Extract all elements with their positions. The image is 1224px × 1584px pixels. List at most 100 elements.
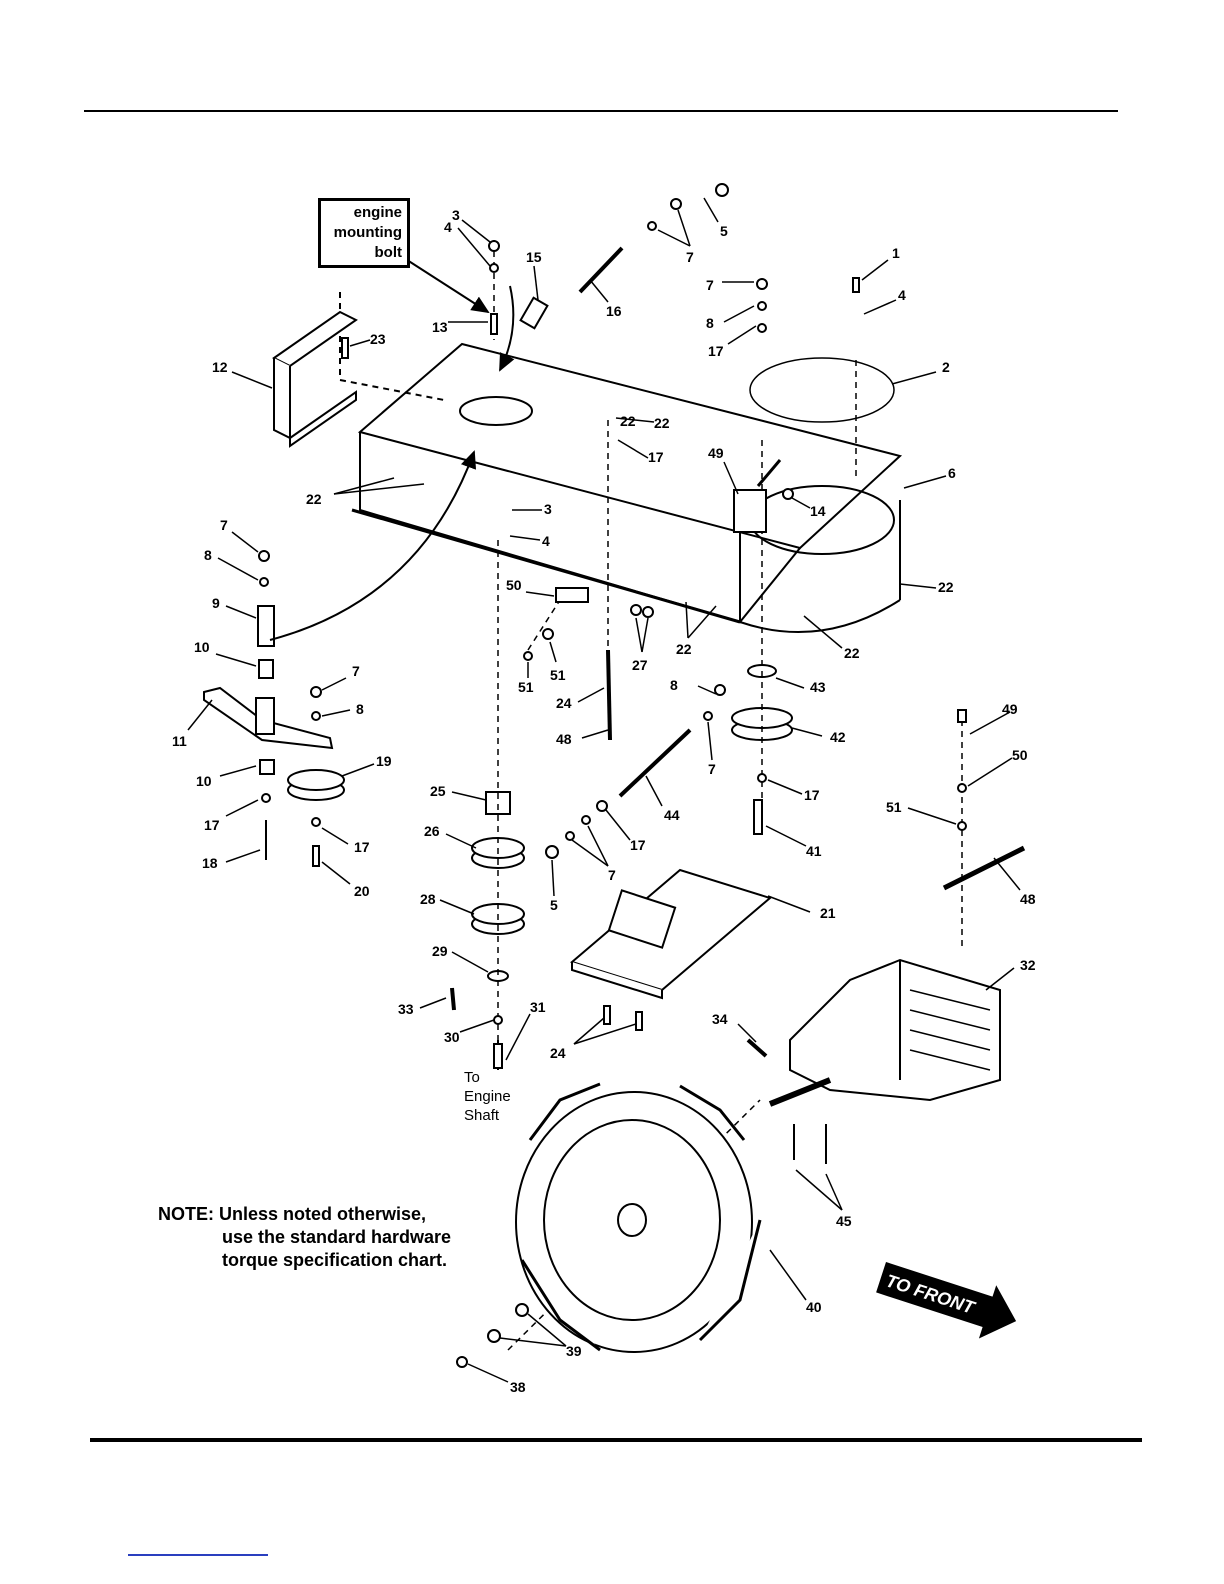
note-line-2: use the standard hardware bbox=[222, 1227, 452, 1247]
label-47: 51 bbox=[518, 679, 534, 695]
label-20: 20 bbox=[354, 883, 370, 899]
label-35: 38 bbox=[510, 1379, 526, 1395]
label-10: 10 bbox=[194, 639, 210, 655]
leader-lines bbox=[187, 197, 1021, 1383]
label-50: 50 bbox=[1012, 747, 1028, 763]
label-34: 34 bbox=[712, 1011, 728, 1027]
label-25: 25 bbox=[430, 783, 446, 799]
label-22: 22 bbox=[306, 491, 322, 507]
transmission-32 bbox=[768, 958, 1001, 1164]
label-39: 41 bbox=[806, 843, 822, 859]
to-front-arrow: TO FRONT bbox=[876, 1262, 1017, 1339]
label-17: 17 bbox=[354, 839, 370, 855]
label-22: 22 bbox=[654, 415, 670, 431]
footer-link[interactable] bbox=[128, 1554, 268, 1556]
pointer-arrows bbox=[269, 257, 515, 641]
note-line-1: NOTE: Unless noted otherwise, bbox=[158, 1204, 427, 1224]
engine-shaft-line-2: Engine bbox=[464, 1088, 511, 1105]
label-48: 48 bbox=[1020, 891, 1036, 907]
label-33: 33 bbox=[398, 1001, 414, 1017]
label-5: 5 bbox=[720, 223, 728, 239]
label-7: 7 bbox=[706, 277, 714, 293]
engine-shaft-line-3: Shaft bbox=[464, 1107, 500, 1124]
label-24: 24 bbox=[556, 695, 572, 711]
label-17: 17 bbox=[648, 449, 664, 465]
note-line-3: torque specification chart. bbox=[222, 1250, 448, 1270]
label-46: 50 bbox=[506, 577, 522, 593]
label-11: 11 bbox=[172, 733, 187, 749]
label-18: 18 bbox=[202, 855, 218, 871]
torque-note: NOTE: Unless noted otherwise, use the st… bbox=[158, 1203, 451, 1272]
label-9: 9 bbox=[212, 595, 220, 611]
label-7: 7 bbox=[708, 761, 716, 777]
label-44: 48 bbox=[556, 731, 572, 747]
label-7: 7 bbox=[220, 517, 228, 533]
label-29: 29 bbox=[432, 943, 448, 959]
label-24: 24 bbox=[550, 1045, 566, 1061]
label-12: 12 bbox=[212, 359, 228, 375]
label-21: 21 bbox=[820, 905, 836, 921]
label-19: 19 bbox=[376, 753, 392, 769]
label-45: 49 bbox=[708, 445, 724, 461]
label-7: 7 bbox=[352, 663, 360, 679]
engine-shaft-line-1: To bbox=[464, 1069, 480, 1086]
header-rule bbox=[84, 110, 1118, 112]
label-4: 4 bbox=[898, 287, 906, 303]
callout-line-3: bolt bbox=[374, 244, 403, 261]
label-16: 16 bbox=[606, 303, 622, 319]
blower-housing bbox=[739, 357, 901, 634]
part-number-labels: 3 4 15 13 16 7 5 1 4 7 8 17 2 12 23 22 2… bbox=[172, 207, 1036, 1395]
label-4: 4 bbox=[444, 219, 452, 235]
label-15: 15 bbox=[526, 249, 542, 265]
label-5: 5 bbox=[550, 897, 558, 913]
label-7: 7 bbox=[608, 867, 616, 883]
callout-line-1: engine bbox=[353, 204, 402, 221]
engine-mounting-bolt-callout: engine mounting bolt bbox=[318, 198, 410, 268]
tire-38 bbox=[515, 1082, 762, 1353]
label-17: 17 bbox=[630, 837, 646, 853]
label-22: 22 bbox=[844, 645, 860, 661]
label-36: 39 bbox=[566, 1343, 582, 1359]
label-10: 10 bbox=[196, 773, 212, 789]
label-7: 7 bbox=[686, 249, 694, 265]
label-8: 8 bbox=[670, 677, 678, 693]
hardware bbox=[258, 183, 967, 1368]
label-51: 51 bbox=[550, 667, 566, 683]
mounting-plate-21 bbox=[569, 868, 773, 1000]
label-17: 17 bbox=[204, 817, 220, 833]
label-22: 22 bbox=[676, 641, 692, 657]
label-8: 8 bbox=[706, 315, 714, 331]
label-8: 8 bbox=[356, 701, 364, 717]
label-38: 40 bbox=[806, 1299, 822, 1315]
label-22: 22 bbox=[620, 413, 636, 429]
label-22: 22 bbox=[938, 579, 954, 595]
label-3: 3 bbox=[544, 501, 552, 517]
label-27: 27 bbox=[632, 657, 648, 673]
label-51: 51 bbox=[886, 799, 902, 815]
label-41: 43 bbox=[810, 679, 826, 695]
label-49: 49 bbox=[1002, 701, 1018, 717]
label-17: 17 bbox=[804, 787, 820, 803]
label-23: 23 bbox=[370, 331, 386, 347]
chassis-housing bbox=[339, 292, 903, 624]
label-2: 2 bbox=[942, 359, 950, 375]
label-40: 42 bbox=[830, 729, 846, 745]
label-26: 26 bbox=[424, 823, 440, 839]
idler-arm-11 bbox=[203, 605, 334, 860]
label-8: 8 bbox=[204, 547, 212, 563]
label-17: 17 bbox=[708, 343, 724, 359]
bracket-12 bbox=[272, 310, 358, 448]
label-28: 28 bbox=[420, 891, 436, 907]
callout-line-2: mounting bbox=[333, 224, 402, 241]
label-30: 30 bbox=[444, 1029, 460, 1045]
rods bbox=[578, 246, 1026, 891]
label-43: 45 bbox=[836, 1213, 852, 1229]
label-13: 13 bbox=[432, 319, 448, 335]
label-32: 32 bbox=[1020, 957, 1036, 973]
label-6: 6 bbox=[948, 465, 956, 481]
label-14: 14 bbox=[810, 503, 826, 519]
label-42: 44 bbox=[664, 807, 680, 823]
label-3: 3 bbox=[452, 207, 460, 223]
label-4: 4 bbox=[542, 533, 550, 549]
